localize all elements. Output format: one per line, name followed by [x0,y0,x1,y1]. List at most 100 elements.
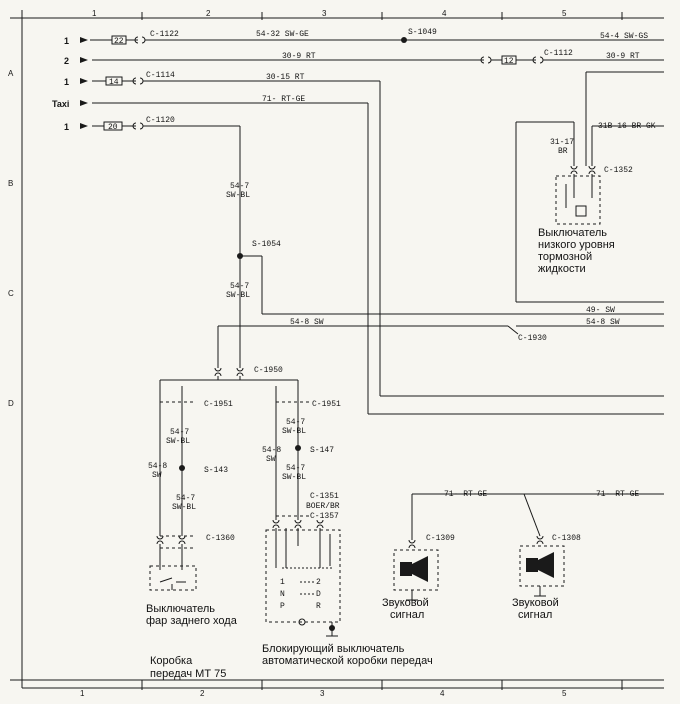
diagram-labels: C-1122 54-32 SW-GE S-1049 54-4 SW-GS 30-… [146,28,656,611]
horn-icon [412,556,428,582]
arrow-icon [80,100,88,106]
splice-dot [179,465,185,471]
connector-label: C-1308 [552,534,581,543]
connector-label: C-1309 [426,534,455,543]
wire-label: 31-17 [550,138,574,147]
wire-label: SW-BL [166,437,190,446]
horn-caption: Звуковой [382,597,429,609]
fuse-number: 14 [109,78,119,87]
splice-dot [401,37,407,43]
source-label: Taxi [52,99,69,109]
horn-icon [526,558,538,572]
solid-marks [80,37,554,631]
wire-label: 71- RT-GE [596,490,639,499]
connector-label: C-1112 [544,49,573,58]
splice-label: S-143 [204,466,228,475]
connector-label: C-1357 [310,512,339,521]
connector-label: BOER/BR [306,502,340,511]
arrow-icon [80,78,88,84]
gearbox-caption: передач МТ 75 [150,668,226,680]
fuse-number: 12 [504,57,514,66]
splice-label: S-147 [310,446,334,455]
wire-label: 54-8 [262,446,281,455]
grid-col-2: 2 [206,9,211,18]
reverse-switch-wiring [149,386,197,591]
reverse-switch-caption: фар заднего хода [146,615,238,627]
brake-fluid-switch-wiring [515,71,664,303]
connector-label: C-1951 [312,400,341,409]
component-captions: Выключатель низкого уровня тормозной жид… [146,227,615,680]
wire-label: 54-8 SW [290,318,324,327]
fuse-number: 22 [114,37,124,46]
arrow-icon [80,123,88,129]
wire-label: SW-BL [226,291,250,300]
wire-label: 31B-16 BR-GK [598,122,656,131]
splice-label: S-1054 [252,240,281,249]
wire-label: 54-4 SW-GS [600,32,648,41]
source-label: 1 [64,36,69,46]
source-label: 1 [64,77,69,87]
grid-col-5-bottom: 5 [562,689,567,698]
fuse-number: 20 [108,123,118,132]
wire-label: 54-7 [286,418,305,427]
grid-col-1-bottom: 1 [80,689,85,698]
grid-col-4-bottom: 4 [440,689,445,698]
wire-label: 54-32 SW-GE [256,30,309,39]
horn-caption: сигнал [390,609,424,621]
selector-position: D [316,590,321,599]
brake-switch-caption: тормозной [538,251,592,263]
inhibitor-switch-wiring [265,386,341,637]
connector-label: C-1951 [204,400,233,409]
source-labels: 1 2 1 Taxi 1 [52,36,69,132]
splice-label: S-1049 [408,28,437,37]
selector-position: 2 [316,578,321,587]
horn-icon [400,562,412,576]
wire-label: 54-7 [170,428,189,437]
splice-dot [295,445,301,451]
wire-label: 54-8 [148,462,167,471]
grid-row-b: B [8,179,13,188]
wire-label: SW-BL [226,191,250,200]
selector-position: 1 [280,578,285,587]
wire-row-taxi [92,102,664,415]
grid-row-a: A [8,69,14,78]
wire-label: 30-9 RT [606,52,640,61]
brake-switch-caption: Выключатель [538,227,607,239]
wire-label: SW-BL [282,473,306,482]
wire-label: SW [266,455,276,464]
splice-dot [237,253,243,259]
grid-col-5: 5 [562,9,567,18]
grid-col-2-bottom: 2 [200,689,205,698]
horn-caption: сигнал [518,609,552,621]
c1950-brace [159,376,299,386]
wire-label: 54-8 SW [586,318,620,327]
wire-label: 49- SW [586,306,615,315]
brake-switch-caption: низкого уровня [538,239,615,251]
wire-label: 71- RT-GE [262,95,305,104]
wire-label: 30-9 RT [282,52,316,61]
wire-label: 54-7 [286,464,305,473]
grid-row-c: C [8,289,14,298]
selector-position: N [280,590,285,599]
reverse-switch-caption: Выключатель [146,603,215,615]
wire-row-2 [92,55,664,65]
connector-label: C-1352 [604,166,633,175]
connector-label: C-1122 [150,30,179,39]
wire-label: SW [152,471,162,480]
connector-label: C-1114 [146,71,175,80]
grid-col-1: 1 [92,9,97,18]
inhibitor-switch-caption: Блокирующий выключатель [262,643,405,655]
grid-col-3: 3 [322,9,327,18]
grid-col-4: 4 [442,9,447,18]
selector-position: R [316,602,321,611]
connector-label: C-1930 [518,334,547,343]
arrow-icon [80,37,88,43]
arrow-icon [80,57,88,63]
source-label: 2 [64,56,69,66]
wire-row-5 [92,121,241,334]
connector-label: C-1120 [146,116,175,125]
wire-label: 71- RT-GE [444,490,487,499]
connector-label: C-1351 [310,492,339,501]
wire-label: 30-15 RT [266,73,305,82]
